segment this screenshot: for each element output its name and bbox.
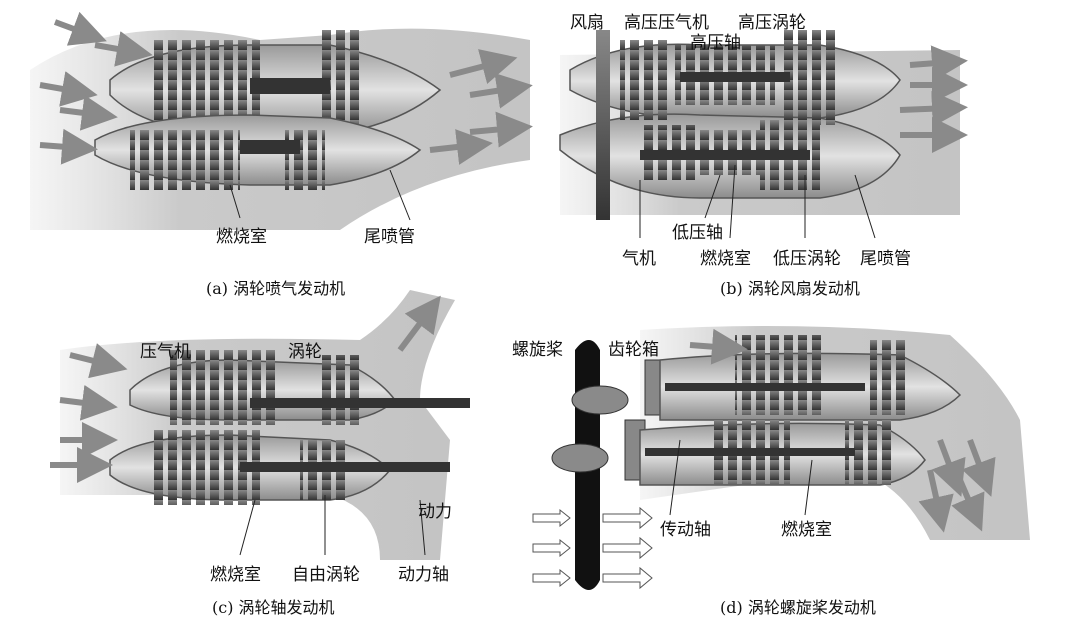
label-propeller-d: 螺旋桨 (512, 340, 563, 360)
label-power-shaft-c: 动力轴 (398, 565, 449, 585)
caption-c: (c) 涡轮轴发动机 (212, 598, 335, 617)
label-nozzle-a: 尾喷管 (364, 227, 415, 247)
turboshaft-diagram (50, 290, 470, 560)
label-compressor-c: 压气机 (140, 342, 191, 362)
label-hp-turbine-b: 高压涡轮 (738, 13, 806, 33)
label-compressor-partial-b: 气机 (622, 249, 656, 269)
label-combustor-a: 燃烧室 (216, 227, 267, 247)
label-gearbox-d: 齿轮箱 (608, 340, 659, 360)
label-power-partial-c: 动力 (418, 502, 452, 522)
caption-a: (a) 涡轮喷气发动机 (206, 279, 346, 298)
label-fan-b: 风扇 (570, 13, 604, 33)
label-combustor-d: 燃烧室 (781, 520, 832, 540)
label-hp-compressor-b: 高压压气机 (624, 13, 709, 33)
label-lp-turbine-b: 低压涡轮 (773, 249, 841, 269)
label-hp-shaft-b: 高压轴 (690, 33, 741, 53)
label-combustor-b: 燃烧室 (700, 249, 751, 269)
label-combustor-c: 燃烧室 (210, 565, 261, 585)
label-free-turbine-c: 自由涡轮 (292, 565, 360, 585)
caption-b: (b) 涡轮风扇发动机 (720, 279, 860, 298)
turboprop-diagram (532, 326, 1030, 590)
label-nozzle-b: 尾喷管 (860, 249, 911, 269)
label-drive-shaft-d: 传动轴 (660, 520, 711, 540)
label-turbine-c: 涡轮 (288, 342, 322, 362)
caption-d: (d) 涡轮螺旋桨发动机 (720, 598, 876, 617)
label-lp-shaft-b: 低压轴 (672, 223, 723, 243)
turbojet-diagram (30, 11, 533, 231)
turbofan-diagram (559, 30, 968, 239)
